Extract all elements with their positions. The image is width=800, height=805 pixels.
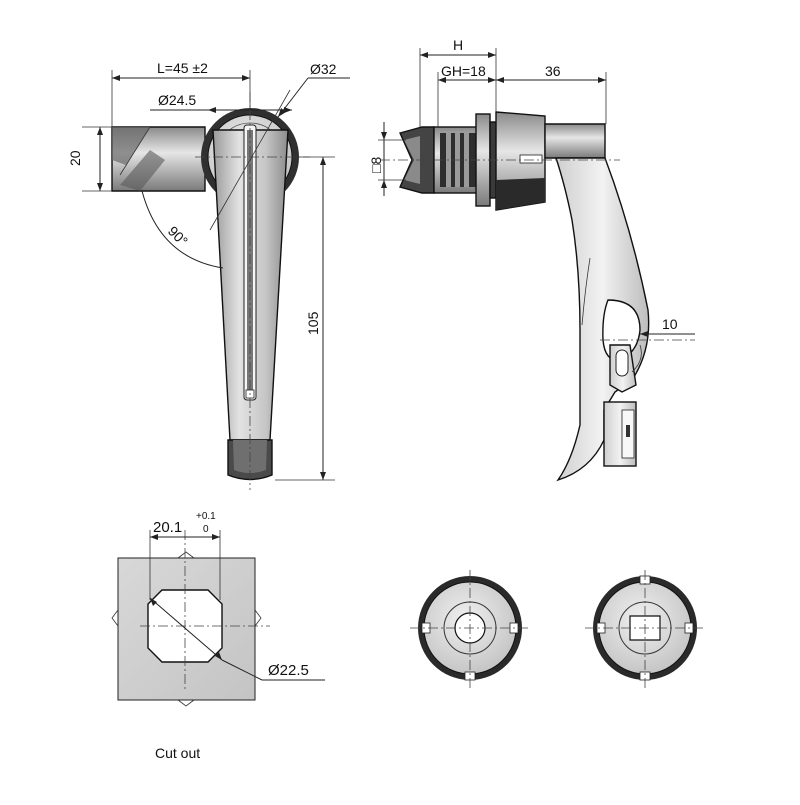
height20-label: 20 <box>67 150 83 166</box>
dia32-label: Ø32 <box>310 61 337 77</box>
dim10-label: 10 <box>662 316 678 332</box>
angle90-label: 90° <box>165 223 191 249</box>
handle-lever <box>212 124 289 481</box>
length105-label: 105 <box>305 311 321 335</box>
dim-h-label: H <box>453 37 463 53</box>
length-label: L=45 ±2 <box>157 60 208 76</box>
side-lever <box>555 157 650 482</box>
dia22-5-label: Ø22.5 <box>268 662 309 679</box>
washer-right <box>585 570 705 690</box>
cutout-caption: Cut out <box>155 745 201 761</box>
cutout-width-label: 20.1 <box>153 519 182 536</box>
cam-tongue <box>111 126 206 192</box>
dia24-5-label: Ø24.5 <box>158 92 196 108</box>
washer-left <box>410 570 530 690</box>
tolerance-zero-label: 0 <box>203 524 209 535</box>
side-view: H GH=18 36 □8 10 <box>368 37 695 482</box>
tolerance-plus-label: +0.1 <box>196 511 216 522</box>
dim-gh-label: GH=18 <box>441 63 486 79</box>
front-view: L=45 ±2 Ø24.5 Ø32 20 90° 105 <box>67 60 350 490</box>
dim36-label: 36 <box>545 63 561 79</box>
cutout-panel: Ø22.5 20.1 +0.1 0 <box>111 511 325 707</box>
lock-housing <box>495 111 606 211</box>
square8-label: □8 <box>368 157 384 173</box>
